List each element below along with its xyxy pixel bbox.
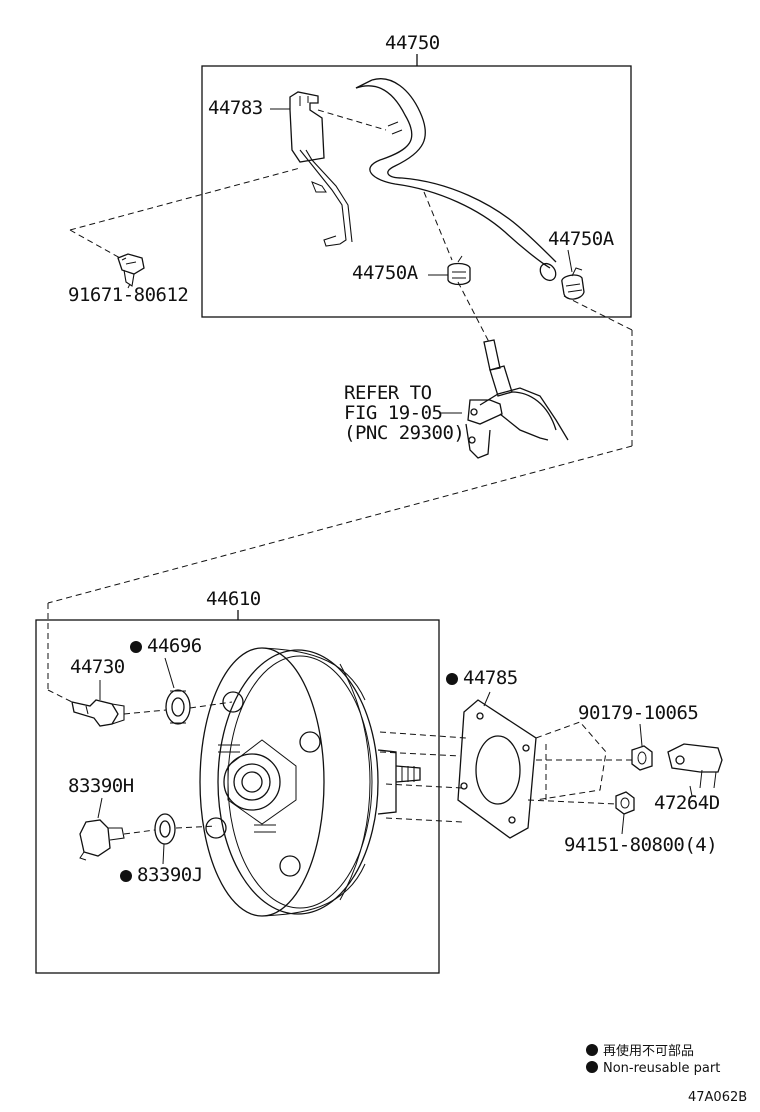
brake-booster-body: [199, 647, 421, 917]
leader-lines-bottom: [97, 657, 693, 865]
nut-94151: [615, 791, 635, 815]
dashed-reference-lines-bottom: [123, 701, 632, 835]
figure-code: 47A062B: [688, 1090, 748, 1105]
master-cylinder-reference: [465, 339, 569, 459]
gasket-44785: [457, 699, 537, 839]
refer-line-2: FIG 19-05: [344, 402, 443, 424]
legend-dot: [586, 1061, 598, 1073]
label-47264D: 47264D: [654, 792, 720, 814]
vacuum-hose: [355, 78, 557, 282]
label-44730: 44730: [70, 656, 125, 678]
clevis-47264D: [667, 743, 723, 789]
label-44750A-right: 44750A: [548, 228, 614, 250]
label-94151-80800: 94151-80800(4): [564, 834, 718, 856]
leader-lines-top: [127, 108, 573, 414]
label-44696: 44696: [130, 635, 202, 657]
legend-english: Non-reusable part: [586, 1061, 720, 1076]
label-44785: 44785: [446, 667, 518, 689]
hose-bracket: [289, 91, 353, 247]
label-44750A-left: 44750A: [352, 262, 418, 284]
label-83390H: 83390H: [68, 775, 134, 797]
legend-japanese-text: 再使用不可部品: [603, 1044, 695, 1059]
legend-dot: [586, 1044, 598, 1056]
nut-90179: [631, 745, 653, 771]
legend-japanese: 再使用不可部品: [586, 1040, 694, 1059]
label-83390J: 83390J: [120, 864, 203, 886]
label-44785-text: 44785: [463, 667, 518, 689]
label-44750: 44750: [385, 32, 440, 54]
non-reusable-dot: [446, 673, 458, 685]
refer-line-1: REFER TO: [344, 382, 432, 404]
label-44610: 44610: [206, 588, 261, 610]
grommet-44696: [165, 689, 191, 725]
check-valve-44730: [71, 699, 125, 727]
label-90179-10065: 90179-10065: [578, 702, 699, 724]
label-91671-80612: 91671-80612: [68, 284, 189, 306]
label-44783: 44783: [208, 97, 263, 119]
sensor-connector-83390H: [79, 819, 125, 861]
bolt-91671: [117, 253, 145, 287]
hose-clip-right: [561, 267, 585, 300]
legend-english-text: Non-reusable part: [603, 1061, 721, 1076]
non-reusable-dot: [120, 870, 132, 882]
refer-line-3: (PNC 29300): [344, 422, 465, 444]
label-83390J-text: 83390J: [137, 864, 203, 886]
dashed-reference-lines-top: [47, 109, 633, 703]
hose-clip-left: [447, 255, 471, 286]
label-44696-text: 44696: [147, 635, 202, 657]
non-reusable-dot: [130, 641, 142, 653]
grommet-83390J: [154, 813, 176, 845]
